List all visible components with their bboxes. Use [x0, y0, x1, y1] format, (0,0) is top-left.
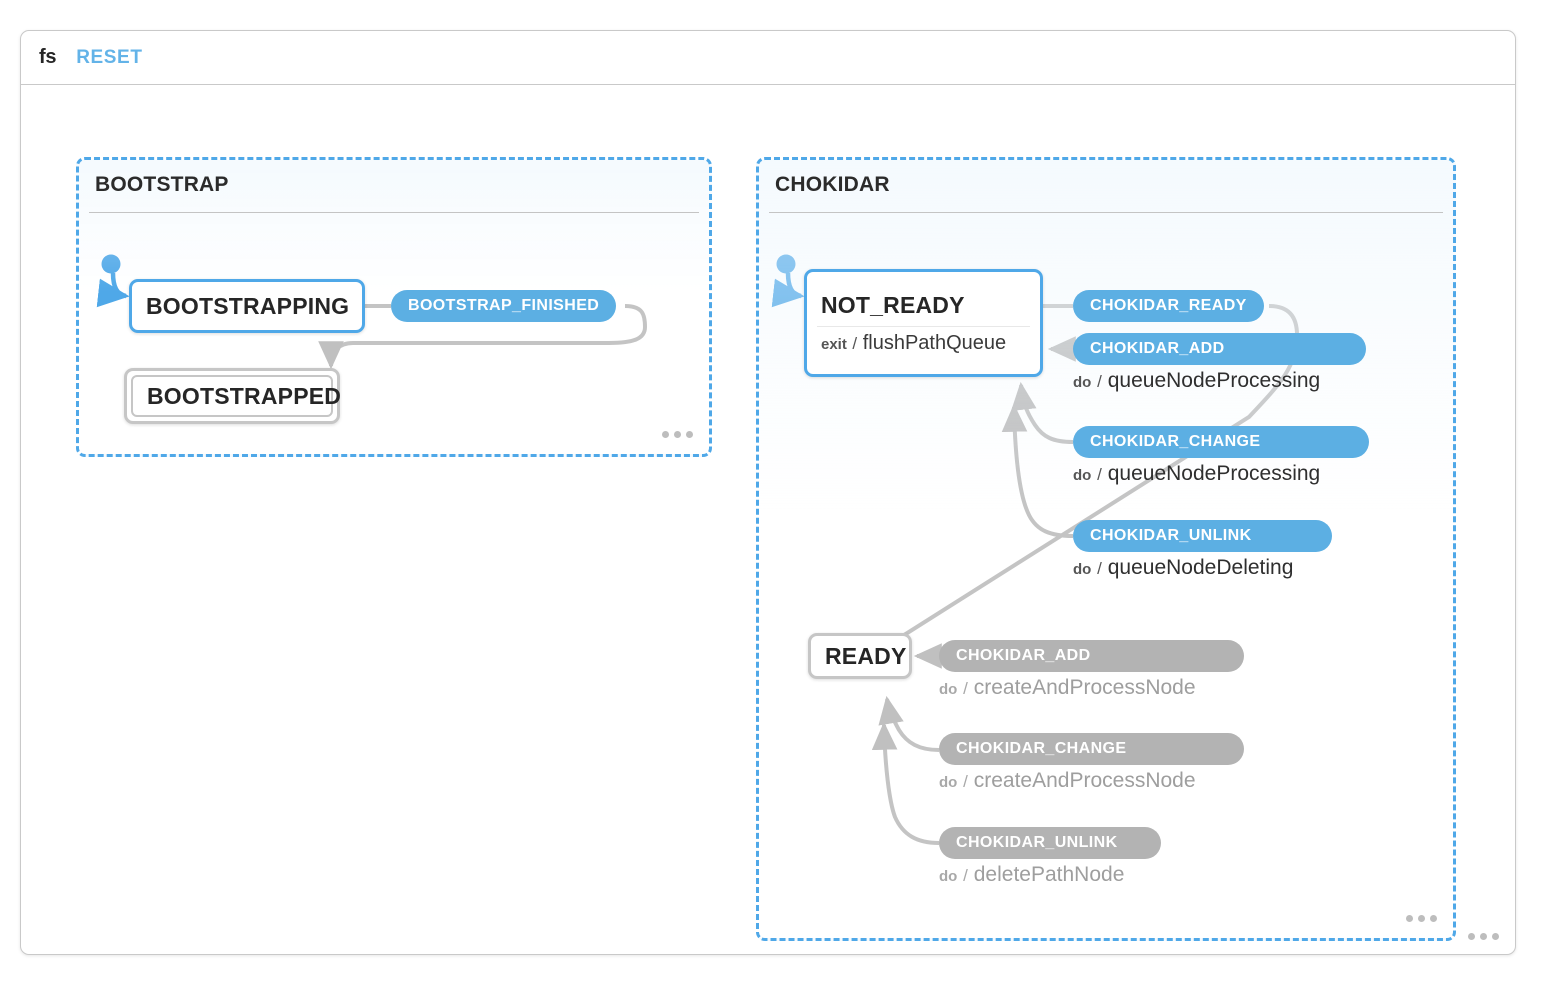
event-bootstrap-finished[interactable]: BOOTSTRAP_FINISHED: [391, 290, 617, 322]
region-chokidar-divider: [769, 212, 1443, 213]
state-bootstrapping-label: BOOTSTRAPPING: [146, 292, 350, 319]
event-not-ready-add[interactable]: CHOKIDAR_ADD: [1073, 333, 1366, 365]
event-not-ready-unlink[interactable]: CHOKIDAR_UNLINK: [1073, 520, 1332, 552]
event-not-ready-change-action: do / queueNodeProcessing: [1073, 462, 1369, 486]
event-group-not-ready-change: CHOKIDAR_CHANGE do / queueNodeProcessing: [1073, 426, 1369, 486]
ellipsis-icon[interactable]: [1406, 915, 1437, 922]
event-ready-add-action: do / createAndProcessNode: [939, 676, 1244, 700]
event-not-ready-change-action-separator: /: [1097, 465, 1102, 484]
event-not-ready-change-action-keyword: do: [1073, 467, 1092, 484]
event-group-ready-add: CHOKIDAR_ADD do / createAndProcessNode: [939, 640, 1244, 700]
event-group-chokidar-ready: CHOKIDAR_READY: [1073, 290, 1264, 322]
region-bootstrap-divider: [89, 212, 699, 213]
state-ready-label: READY: [825, 642, 907, 669]
region-chokidar-title: CHOKIDAR: [775, 173, 890, 196]
event-not-ready-change-action-name: queueNodeProcessing: [1107, 462, 1321, 485]
state-bootstrapped[interactable]: BOOTSTRAPPED: [124, 368, 341, 424]
state-not-ready-action: exit / flushPathQueue: [807, 332, 1040, 355]
event-ready-change-action-keyword: do: [939, 774, 958, 791]
event-chokidar-ready[interactable]: CHOKIDAR_READY: [1073, 290, 1264, 322]
state-not-ready-divider: [817, 325, 1030, 327]
machine-title: fs: [39, 46, 57, 68]
event-group-bootstrap-finished: BOOTSTRAP_FINISHED: [391, 290, 617, 322]
event-ready-unlink[interactable]: CHOKIDAR_UNLINK: [939, 827, 1161, 859]
event-group-not-ready-unlink: CHOKIDAR_UNLINK do / queueNodeDeleting: [1073, 520, 1332, 580]
event-ready-unlink-action: do / deletePathNode: [939, 863, 1161, 887]
state-ready[interactable]: READY: [808, 633, 912, 679]
state-bootstrapping[interactable]: BOOTSTRAPPING: [129, 279, 365, 333]
event-ready-change-action-name: createAndProcessNode: [973, 769, 1196, 792]
state-not-ready[interactable]: NOT_READY exit / flushPathQueue: [804, 269, 1043, 377]
state-not-ready-action-keyword: exit: [821, 335, 847, 353]
machine-body: BOOTSTRAP BOOTSTRAPPING BOOTSTRAP_FINISH…: [21, 85, 1515, 954]
machine-header: fs RESET: [21, 31, 1515, 85]
event-ready-unlink-action-separator: /: [963, 866, 968, 885]
event-not-ready-add-action-name: queueNodeProcessing: [1107, 369, 1321, 392]
event-ready-change-action: do / createAndProcessNode: [939, 769, 1244, 793]
event-not-ready-add-action-separator: /: [1097, 372, 1102, 391]
event-ready-change[interactable]: CHOKIDAR_CHANGE: [939, 733, 1244, 765]
event-not-ready-change[interactable]: CHOKIDAR_CHANGE: [1073, 426, 1369, 458]
ellipsis-icon[interactable]: [662, 431, 693, 438]
event-group-not-ready-add: CHOKIDAR_ADD do / queueNodeProcessing: [1073, 333, 1366, 393]
event-ready-add-action-separator: /: [963, 679, 968, 698]
event-group-ready-change: CHOKIDAR_CHANGE do / createAndProcessNod…: [939, 733, 1244, 793]
event-not-ready-unlink-action-name: queueNodeDeleting: [1107, 556, 1294, 579]
event-ready-unlink-action-keyword: do: [939, 868, 958, 885]
event-ready-add-action-keyword: do: [939, 681, 958, 698]
event-not-ready-unlink-action-keyword: do: [1073, 561, 1092, 578]
event-not-ready-add-action: do / queueNodeProcessing: [1073, 369, 1366, 393]
event-not-ready-unlink-action-separator: /: [1097, 559, 1102, 578]
ellipsis-icon[interactable]: [1468, 933, 1499, 940]
state-not-ready-action-separator: /: [852, 333, 858, 353]
event-not-ready-add-action-keyword: do: [1073, 374, 1092, 391]
state-bootstrapped-label: BOOTSTRAPPED: [147, 382, 342, 409]
event-ready-change-action-separator: /: [963, 772, 968, 791]
region-bootstrap-title: BOOTSTRAP: [95, 173, 229, 196]
reset-button[interactable]: RESET: [76, 46, 143, 68]
event-ready-add[interactable]: CHOKIDAR_ADD: [939, 640, 1244, 672]
machine-card: fs RESET: [20, 30, 1516, 955]
event-ready-add-action-name: createAndProcessNode: [973, 676, 1196, 699]
state-not-ready-action-name: flushPathQueue: [862, 331, 1007, 354]
event-ready-unlink-action-name: deletePathNode: [973, 863, 1125, 886]
event-group-ready-unlink: CHOKIDAR_UNLINK do / deletePathNode: [939, 827, 1161, 887]
event-not-ready-unlink-action: do / queueNodeDeleting: [1073, 556, 1332, 580]
state-not-ready-label: NOT_READY: [821, 291, 965, 318]
